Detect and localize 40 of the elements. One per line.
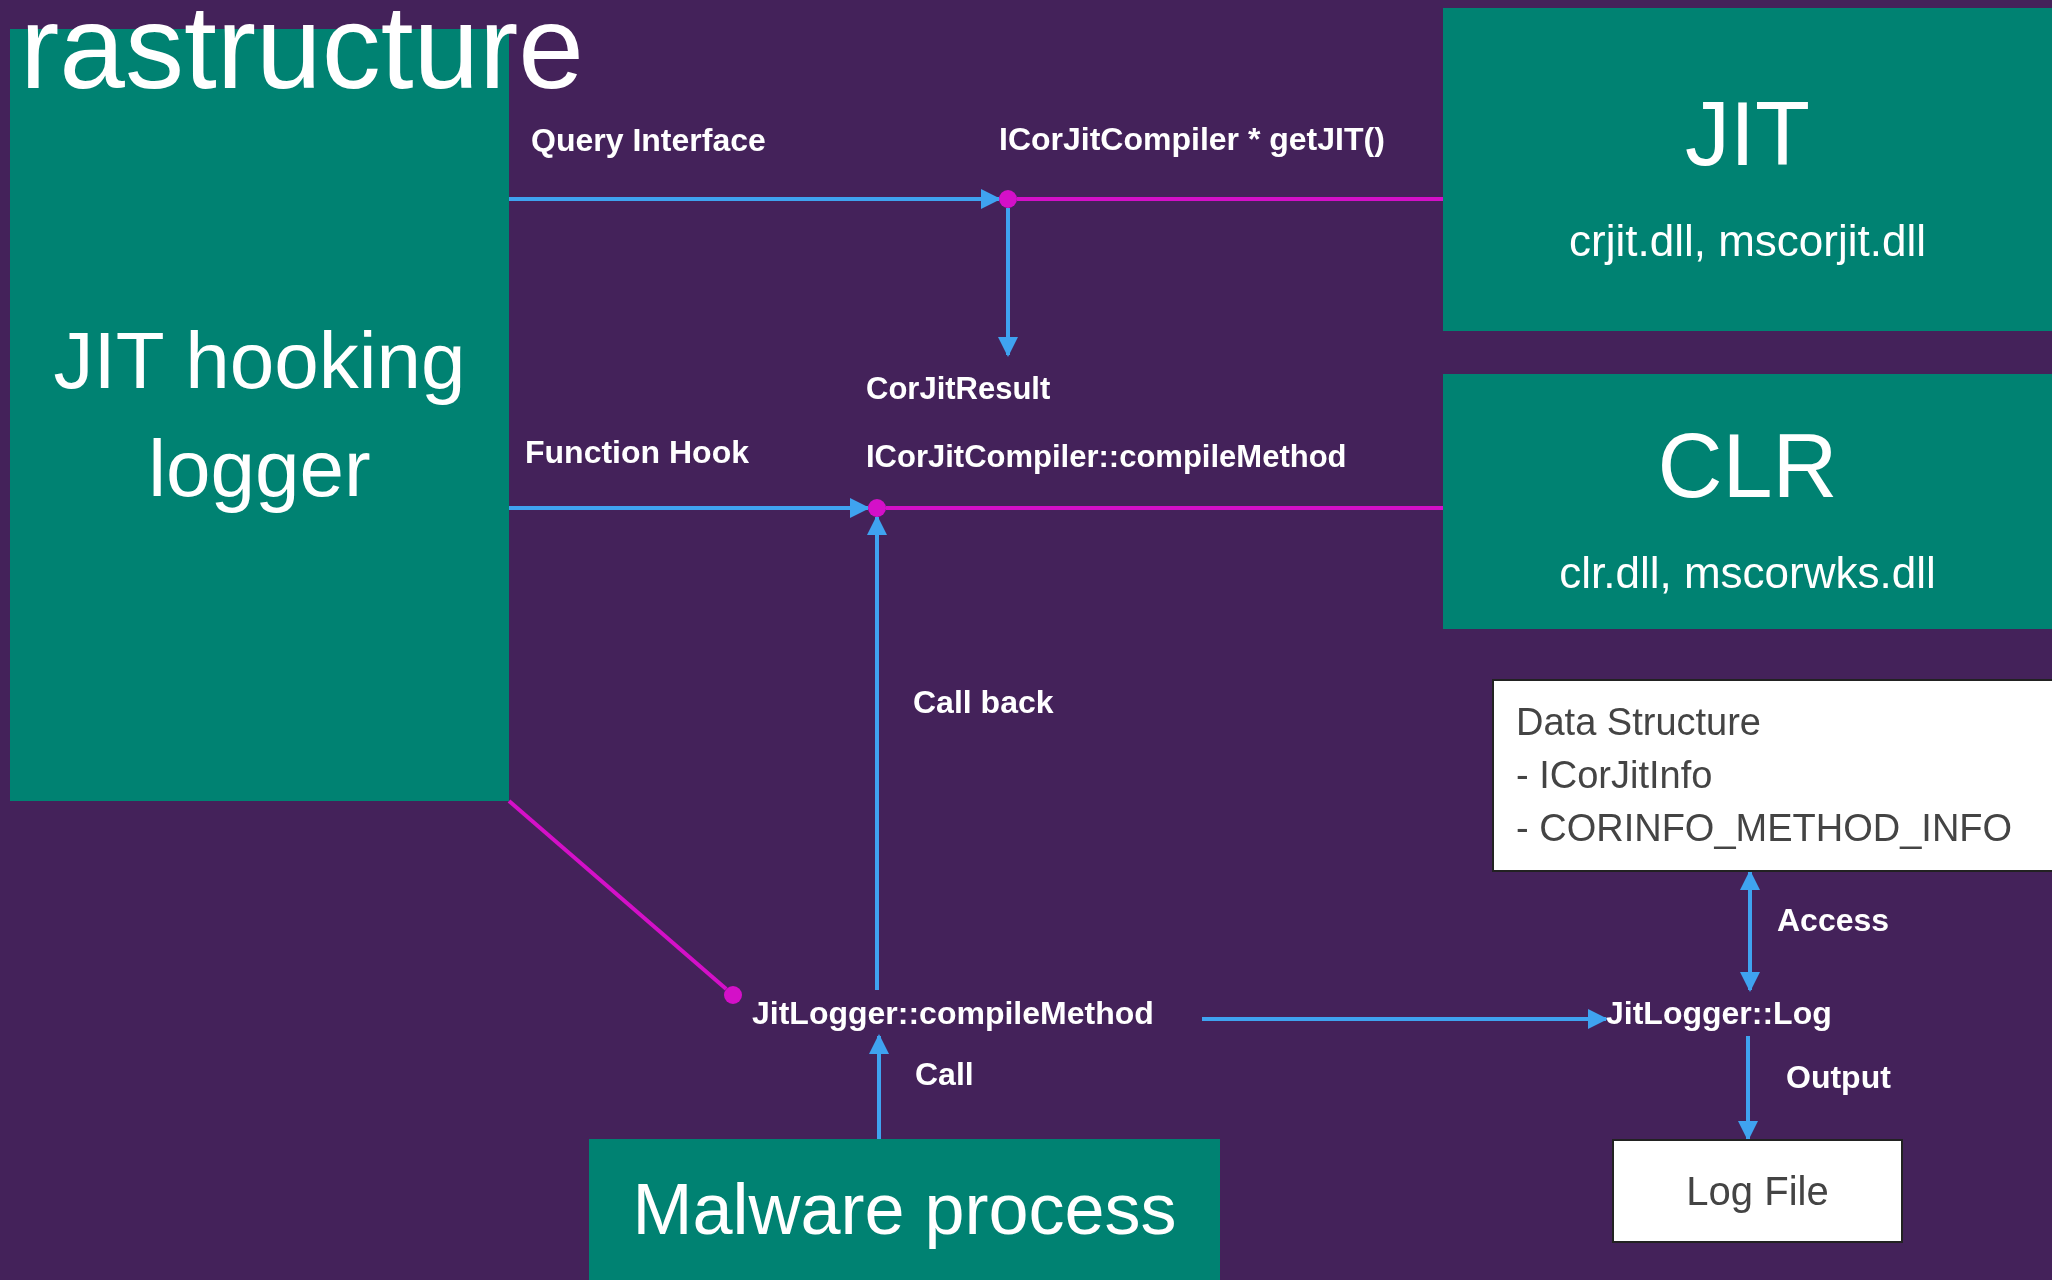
box-subtitle: crjit.dll, mscorjit.dll — [1569, 215, 1926, 268]
method-signature: ICorJitCompiler * getJIT() — [999, 121, 1385, 158]
file-box — [1612, 1139, 1903, 1243]
junction-dot — [868, 499, 886, 517]
edge-label: Call back — [913, 684, 1054, 721]
arrow — [509, 498, 870, 518]
method-label: CorJitResult ICorJitCompiler::compileMethod — [866, 355, 1441, 491]
info-box — [1492, 679, 2052, 872]
connector-line — [507, 799, 728, 991]
arrow — [867, 515, 887, 990]
box-title: Log File — [1686, 1168, 1829, 1215]
box-subtitle: clr.dll, mscorwks.dll — [1559, 547, 1936, 600]
edge-label: Query Interface — [531, 122, 766, 159]
connector-line — [1017, 197, 1443, 201]
box-title: Data Structure — [1516, 699, 1761, 745]
arrow — [1202, 1009, 1608, 1029]
edge-label: Call — [915, 1056, 974, 1093]
box-title: JIT hooking logger — [52, 315, 467, 515]
arrow — [509, 189, 1001, 209]
edge-label: Output — [1786, 1059, 1891, 1096]
slide-title: rastructure — [20, 0, 584, 106]
method-label: JitLogger::Log — [1606, 990, 1856, 1036]
box-title: JIT — [1685, 83, 1810, 187]
box-title: CLR — [1657, 415, 1838, 519]
junction-dot — [724, 986, 742, 1004]
edge-label: Access — [1777, 902, 1890, 939]
method-label: JitLogger::compileMethod — [752, 990, 1202, 1036]
box-title: Malware process — [632, 1168, 1177, 1252]
component-box — [1443, 374, 2052, 629]
edge-label: Function Hook — [525, 434, 749, 471]
junction-dot — [999, 190, 1017, 208]
connector-line — [886, 506, 1443, 510]
component-box — [1443, 8, 2052, 331]
arrow — [869, 1034, 889, 1139]
arrow — [1738, 1036, 1758, 1141]
process-box — [589, 1139, 1220, 1280]
arrow — [998, 208, 1018, 357]
list-item: - ICorJitInfo — [1516, 752, 1713, 798]
arrow — [1740, 870, 1760, 992]
list-item: - CORINFO_METHOD_INFO — [1516, 806, 2013, 852]
